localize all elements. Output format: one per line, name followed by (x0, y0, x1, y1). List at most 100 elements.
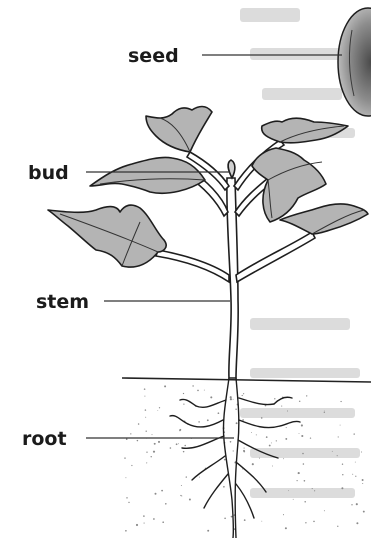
soil-speckle (180, 495, 181, 496)
seed-shape (338, 8, 371, 116)
soil-speckle (256, 434, 257, 435)
soil-speckle (242, 419, 244, 421)
soil-speckle (183, 393, 184, 394)
soil-speckle (198, 421, 200, 423)
soil-speckle (259, 458, 260, 459)
soil-speckle (233, 450, 234, 451)
soil-speckle (126, 438, 128, 440)
soil-speckle (337, 526, 338, 527)
soil-speckle (224, 459, 226, 461)
soil-speckle (152, 434, 153, 435)
soil-speckle (356, 522, 358, 524)
leaf-far-right (280, 204, 368, 234)
soil-speckle (304, 501, 306, 503)
soil-speckle (266, 436, 268, 438)
soil-speckle (230, 398, 232, 400)
soil-speckle (251, 432, 252, 433)
soil-speckle (153, 518, 155, 520)
soil-speckle (124, 457, 125, 458)
soil-speckle (351, 504, 352, 505)
soil-speckle (189, 499, 191, 501)
soil-speckle (252, 463, 254, 465)
soil-speckle (186, 476, 187, 477)
soil-speckle (183, 403, 184, 404)
soil-speckle (324, 411, 325, 412)
soil-speckle (304, 480, 306, 482)
root-label: root (22, 428, 67, 450)
soil-speckle (165, 503, 167, 505)
soil-speckle (144, 523, 145, 524)
soil-speckle (179, 430, 180, 431)
soil-speckle (303, 463, 305, 465)
soil-speckle (244, 448, 245, 449)
soil-speckle (144, 388, 146, 390)
leaf-left-large (48, 205, 166, 267)
soil-speckle (230, 396, 232, 398)
soil-speckle (332, 451, 333, 452)
soil-speckle (244, 451, 246, 453)
soil-speckle (161, 490, 163, 492)
soil-speckle (352, 474, 353, 475)
soil-speckle (197, 390, 199, 392)
soil-speckle (231, 516, 233, 518)
soil-speckle (338, 436, 339, 437)
soil-speckle (274, 398, 275, 399)
soil-speckle (302, 453, 304, 455)
soil-speckle (145, 417, 146, 418)
soil-speckle (146, 431, 147, 432)
soil-speckle (261, 521, 262, 522)
soil-speckle (285, 527, 287, 529)
soil-speckle (184, 445, 186, 447)
soil-speckle (178, 443, 179, 444)
soil-speckle (340, 425, 341, 426)
soil-speckle (362, 479, 364, 481)
soil-speckle (286, 427, 287, 428)
soil-speckle (236, 422, 238, 424)
soil-speckle (324, 412, 325, 413)
seed-label: seed (128, 45, 179, 67)
soil-speckle (176, 443, 178, 445)
soil-speckle (301, 435, 303, 437)
soil-speckle (138, 423, 140, 425)
soil-speckle (363, 511, 365, 513)
soil-speckle (153, 451, 155, 453)
soil-speckle (244, 519, 246, 521)
soil-speckle (355, 462, 356, 463)
soil-speckle (145, 409, 146, 410)
soil-speckle (312, 488, 313, 489)
soil-speckles (124, 385, 364, 531)
soil-speckle (125, 477, 126, 478)
soil-speckle (356, 503, 358, 505)
soil-speckle (306, 395, 307, 396)
soil-speckle (314, 490, 315, 491)
soil-speckle (269, 445, 271, 447)
soil-speckle (181, 485, 182, 486)
soil-speckle (131, 465, 132, 466)
soil-speckle (235, 408, 236, 409)
soil-speckle (293, 499, 294, 500)
soil-speckle (261, 417, 263, 419)
soil-speckle (313, 521, 315, 523)
soil-speckle (224, 518, 226, 520)
soil-speckle (162, 521, 164, 523)
soil-speckle (341, 487, 343, 489)
soil-speckle (157, 410, 158, 411)
soil-speckle (242, 395, 243, 396)
soil-speckle (298, 472, 300, 474)
soil-speckle (204, 390, 205, 391)
soil-speckle (136, 524, 138, 526)
soil-speckle (151, 456, 152, 457)
soil-speckle (297, 480, 298, 481)
soil-speckle (218, 412, 220, 414)
soil-speckle (299, 433, 300, 434)
soil-speckle (158, 441, 160, 443)
soil-speckle (230, 441, 232, 443)
soil-speckle (337, 455, 338, 456)
soil-speckle (355, 476, 356, 477)
soil-speckle (340, 401, 341, 402)
soil-speckle (342, 474, 343, 475)
soil-speckle (155, 493, 157, 495)
soil-speckle (146, 462, 147, 463)
soil-speckle (361, 451, 362, 452)
